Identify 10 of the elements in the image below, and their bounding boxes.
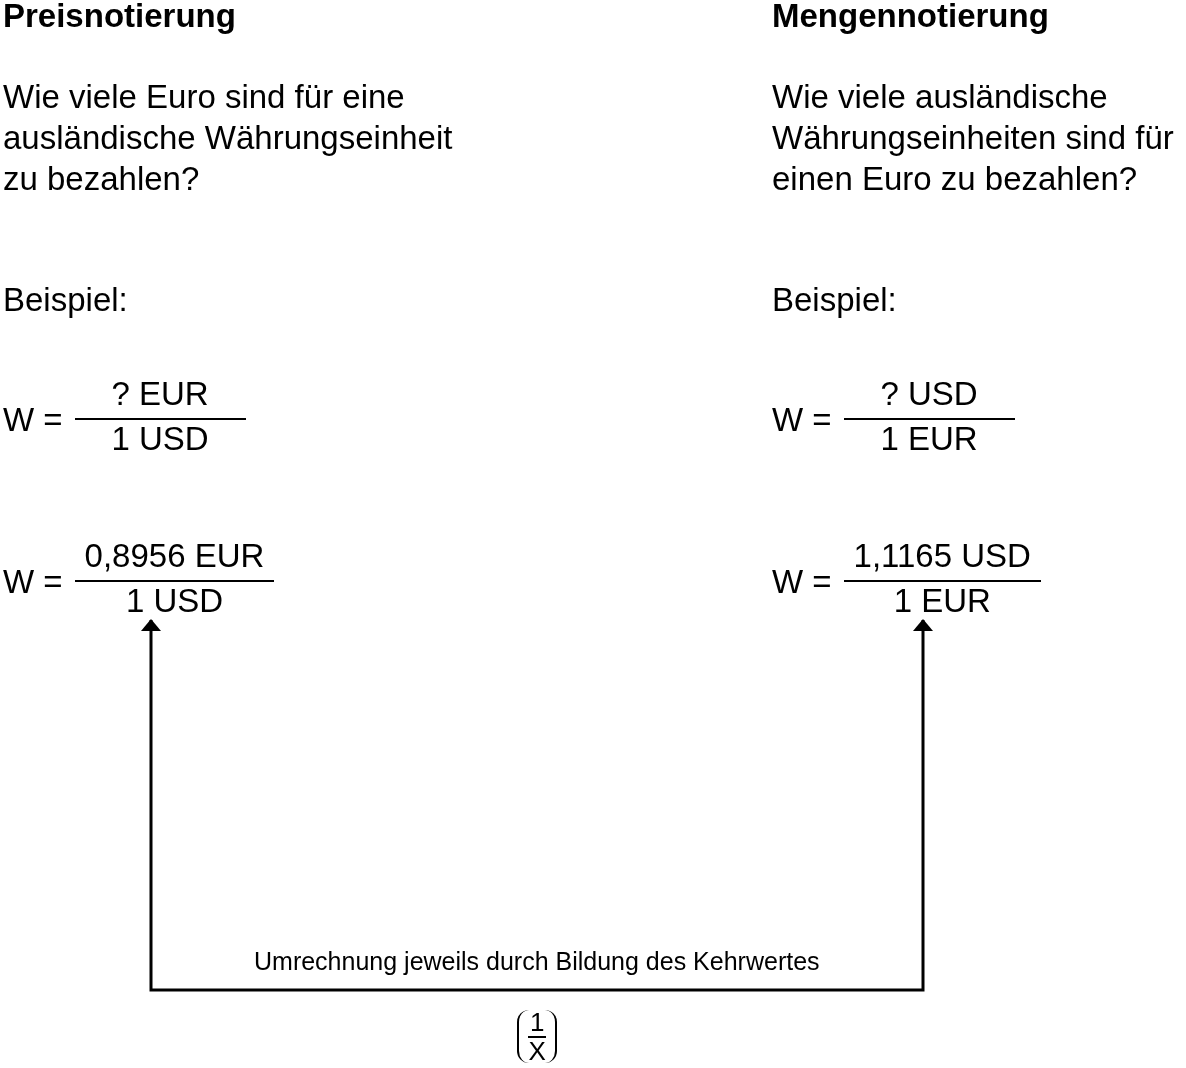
example-label: Beispiel: — [772, 281, 897, 319]
example-label: Beispiel: — [3, 281, 128, 319]
double-headed-arrow — [141, 619, 933, 992]
column-heading: Preisnotierung — [3, 0, 236, 35]
question-text: Wie viele ausländische Währungseinheiten sind für einen Euro zu bezahlen? — [772, 77, 1175, 199]
column-heading: Mengennotierung — [772, 0, 1049, 35]
reciprocal-formula: 1 X — [517, 1010, 558, 1063]
exchange-rate-formula: W = ? EUR 1 USD — [3, 375, 246, 458]
question-text: Wie viele Euro sind für eine ausländische Währungseinheit zu bezahlen? — [3, 77, 454, 199]
exchange-rate-formula: W = ? USD 1 EUR — [772, 375, 1015, 458]
